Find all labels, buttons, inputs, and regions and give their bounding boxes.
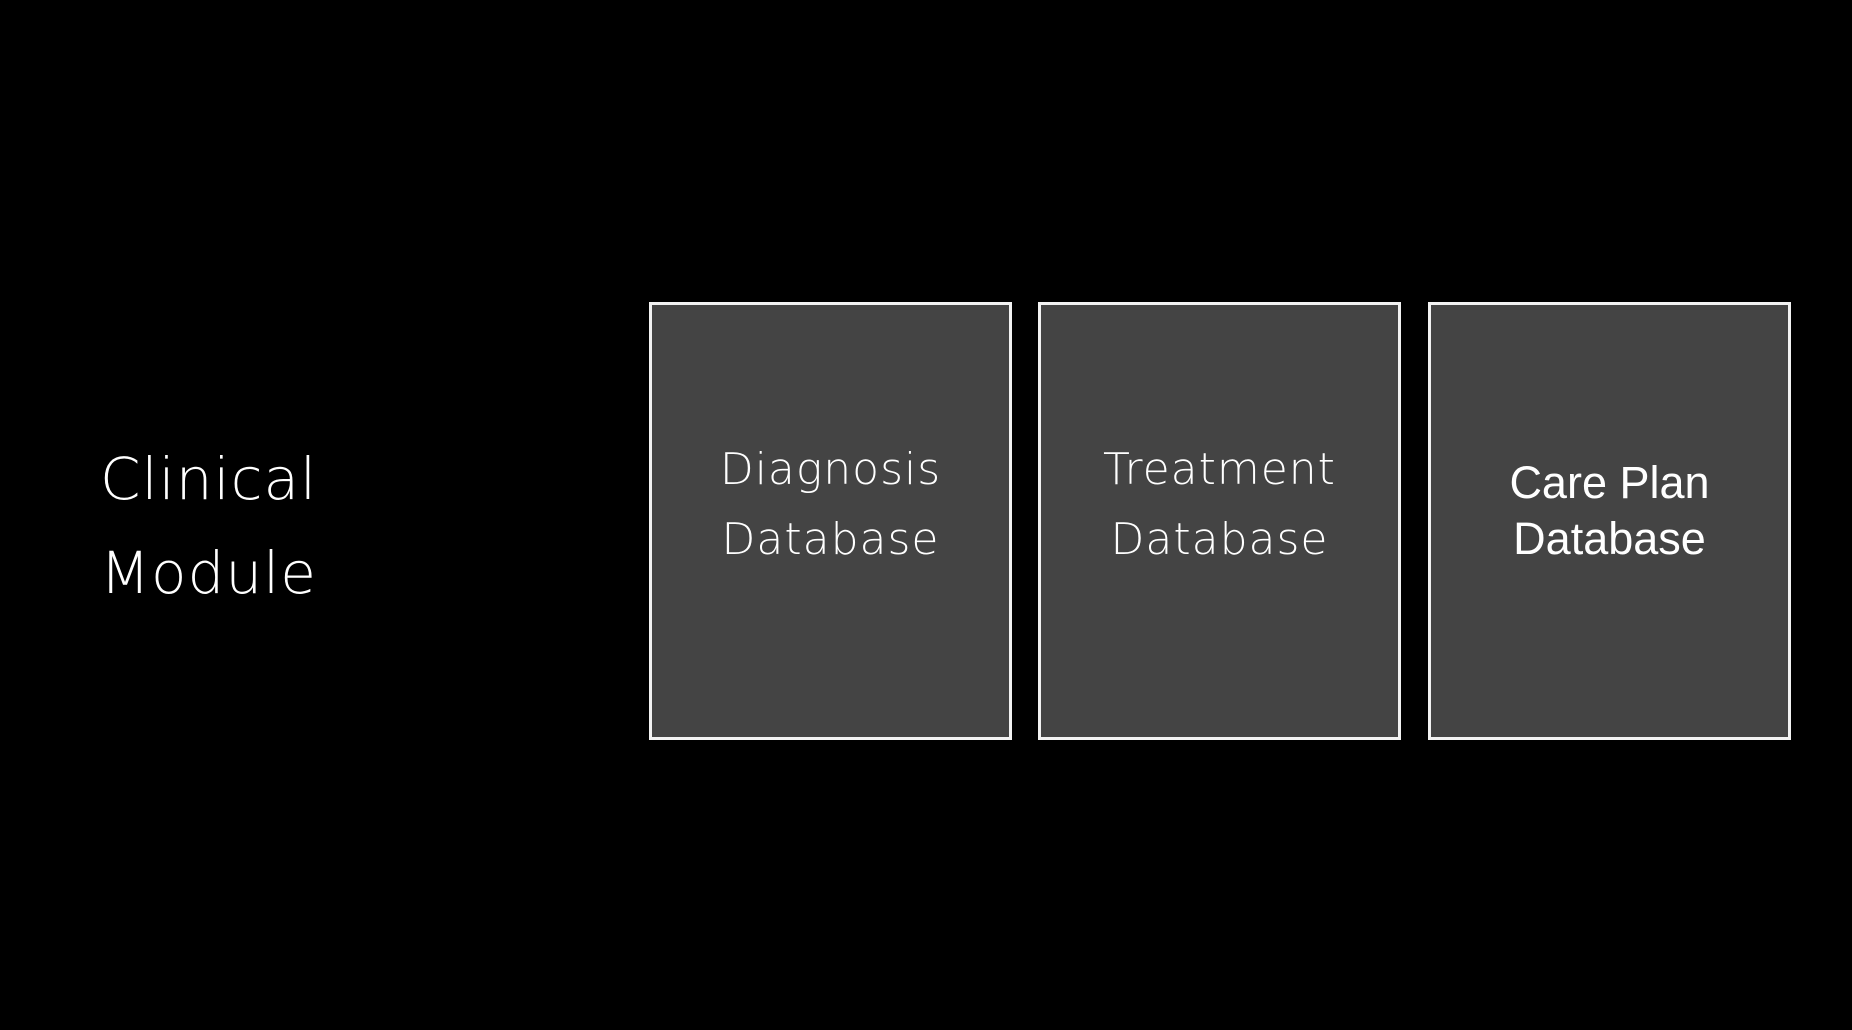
care-plan-database-box: Care Plan Database [1428,302,1791,740]
treatment-database-box: Treatment Database [1038,302,1401,740]
box-label: Diagnosis Database [720,435,941,575]
box-label-line2: Database [1110,514,1329,565]
box-label: Treatment Database [1103,435,1336,575]
box-label: Care Plan Database [1509,455,1709,567]
diagnosis-database-box: Diagnosis Database [649,302,1012,740]
box-label-line1: Care Plan [1509,457,1710,508]
box-label-line1: Diagnosis [719,444,942,495]
module-title-line1: Clinical [100,445,318,513]
box-label-line2: Database [721,514,940,565]
module-title: Clinical Module [100,432,317,620]
box-label-line1: Treatment [1103,444,1336,495]
box-label-line2: Database [1513,513,1706,564]
module-title-line2: Module [100,539,317,607]
